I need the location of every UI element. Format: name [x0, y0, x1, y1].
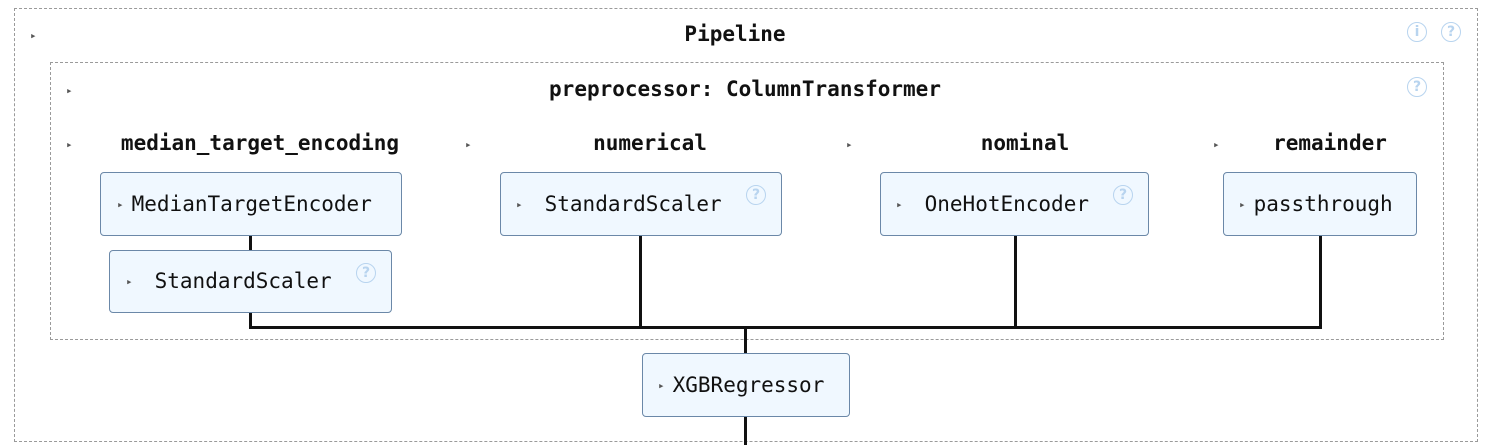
- pipeline-title: Pipeline: [684, 22, 786, 46]
- branch-expand-arrow[interactable]: ▸: [66, 138, 73, 151]
- estimator-label: StandardScaler: [154, 269, 332, 293]
- estimator-label: OneHotEncoder: [924, 191, 1089, 216]
- estimator-label: StandardScaler: [544, 191, 722, 216]
- estimator-one-hot-encoder[interactable]: ▸ OneHotEncoder: [880, 172, 1149, 236]
- connector-line: [639, 235, 642, 329]
- estimator-label: XGBRegressor: [672, 372, 825, 397]
- connector-line: [1014, 235, 1017, 329]
- estimator-median-target-encoder[interactable]: ▸ MedianTargetEncoder: [100, 172, 402, 236]
- estimator-xgb-regressor[interactable]: ▸ XGBRegressor: [642, 353, 850, 417]
- branch-expand-arrow[interactable]: ▸: [846, 138, 853, 151]
- connector-line: [249, 326, 1322, 329]
- expand-arrow-icon: ▸: [516, 197, 523, 211]
- connector-line: [249, 235, 252, 251]
- preprocessor-expand-arrow[interactable]: ▸: [66, 84, 73, 97]
- branch-title-nominal: nominal: [980, 131, 1070, 155]
- estimator-passthrough[interactable]: ▸ passthrough: [1223, 172, 1417, 236]
- help-icon[interactable]: ?: [356, 263, 376, 283]
- info-icon[interactable]: i: [1407, 22, 1427, 42]
- pipeline-expand-arrow[interactable]: ▸: [30, 29, 37, 42]
- expand-arrow-icon: ▸: [896, 197, 903, 211]
- branch-expand-arrow[interactable]: ▸: [1213, 138, 1220, 151]
- connector-line: [249, 312, 252, 329]
- preprocessor-help-icon[interactable]: ?: [1407, 77, 1427, 97]
- branch-title-numerical: numerical: [593, 131, 707, 155]
- estimator-standard-scaler-median[interactable]: ▸ StandardScaler: [109, 250, 392, 313]
- estimator-label: MedianTargetEncoder: [131, 191, 372, 216]
- connector-line: [1319, 235, 1322, 329]
- expand-arrow-icon: ▸: [1239, 197, 1246, 211]
- preprocessor-container: [50, 62, 1444, 340]
- expand-arrow-icon: ▸: [117, 197, 124, 211]
- expand-arrow-icon: ▸: [126, 275, 133, 288]
- help-icon[interactable]: ?: [1113, 185, 1133, 205]
- expand-arrow-icon: ▸: [658, 378, 665, 392]
- estimator-standard-scaler-numerical[interactable]: ▸ StandardScaler: [500, 172, 782, 236]
- connector-line: [744, 326, 747, 353]
- branch-title-remainder: remainder: [1273, 131, 1387, 155]
- estimator-label: passthrough: [1253, 191, 1393, 216]
- branch-title-median-target-encoding: median_target_encoding: [120, 131, 400, 155]
- connector-line: [744, 416, 747, 445]
- help-icon[interactable]: ?: [1441, 22, 1461, 42]
- preprocessor-title: preprocessor: ColumnTransformer: [549, 77, 941, 101]
- branch-expand-arrow[interactable]: ▸: [465, 138, 472, 151]
- help-icon[interactable]: ?: [746, 185, 766, 205]
